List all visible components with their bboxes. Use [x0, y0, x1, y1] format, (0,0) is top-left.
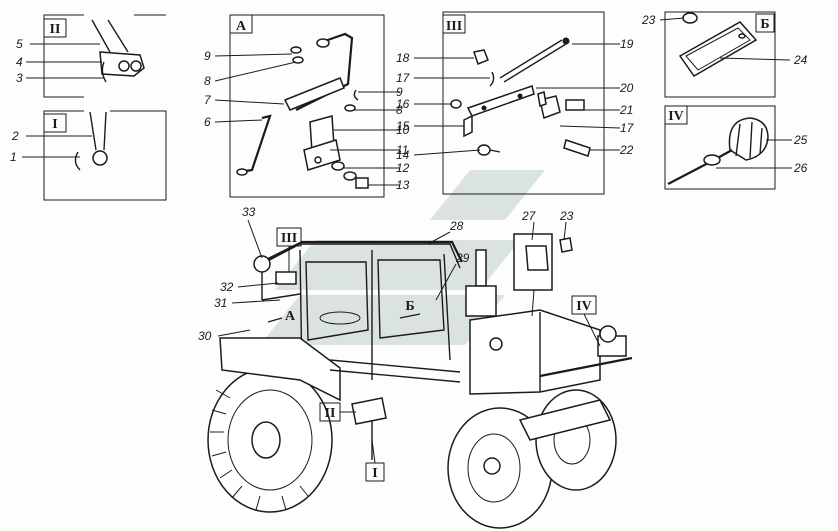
callout-21: 21	[619, 103, 633, 117]
svg-text:Б: Б	[405, 299, 414, 314]
callout-33: 33	[242, 205, 256, 219]
callout-25: 25	[793, 133, 808, 147]
callout-3: 3	[16, 71, 23, 85]
callout-23a: 23	[641, 13, 656, 27]
callout-32: 32	[220, 280, 234, 294]
callout-6: 6	[204, 115, 211, 129]
callout-9b: 9	[396, 85, 403, 99]
view-I-tag	[43, 113, 67, 133]
svg-text:II: II	[325, 406, 336, 421]
callout-8b: 8	[396, 103, 403, 117]
callout-11: 11	[396, 143, 408, 157]
view-II-label: II	[50, 22, 61, 37]
view-II-panel: II	[26, 14, 166, 98]
tractor-arrow-A: A	[267, 309, 296, 324]
callout-12: 12	[396, 161, 410, 175]
callout-1: 1	[10, 150, 17, 164]
view-B-label: Б	[760, 17, 769, 32]
callout-numbers: 5 4 3 2 1 9 8 7 6 9 8 10 11 12 13 18 17 …	[10, 13, 808, 343]
callout-19: 19	[620, 37, 634, 51]
callout-10: 10	[396, 123, 410, 137]
watermark	[260, 170, 545, 345]
callout-4: 4	[16, 55, 23, 69]
view-IV-tag	[664, 105, 688, 125]
view-I-panel: I	[22, 110, 167, 201]
callout-26: 26	[793, 161, 808, 175]
callout-13: 13	[396, 178, 410, 192]
svg-text:IV: IV	[576, 299, 592, 314]
callout-7: 7	[204, 93, 212, 107]
callout-28: 28	[449, 219, 464, 233]
svg-text:I: I	[372, 466, 377, 481]
callout-30: 30	[198, 329, 212, 343]
callout-14: 14	[396, 148, 410, 162]
callout-20: 20	[619, 81, 634, 95]
callout-2: 2	[11, 129, 19, 143]
callout-15: 15	[396, 119, 410, 133]
view-IV-label: IV	[668, 109, 684, 124]
tractor-tag-III: III	[276, 227, 302, 272]
view-B-tag	[755, 13, 775, 33]
view-A-tag	[229, 14, 253, 34]
svg-text:III: III	[281, 231, 297, 246]
callout-18: 18	[396, 51, 410, 65]
callout-24: 24	[793, 53, 808, 67]
view-II-tag	[43, 18, 67, 38]
view-B-panel: Б	[659, 11, 791, 98]
tractor-tag-IV: IV	[571, 295, 601, 347]
view-I-label: I	[52, 117, 57, 132]
callout-8a: 8	[204, 74, 211, 88]
view-III-label: III	[446, 19, 462, 34]
view-IV-panel: IV	[664, 105, 792, 190]
tractor-illustration	[207, 233, 633, 529]
tractor-leaders	[217, 219, 567, 337]
view-III-tag	[442, 14, 466, 34]
callout-16: 16	[396, 97, 410, 111]
callout-22: 22	[619, 143, 634, 157]
tractor-tag-I: I	[365, 439, 385, 482]
tractor-tag-II: II	[319, 402, 356, 422]
view-III-panel: III	[413, 11, 621, 195]
view-A-label: A	[236, 19, 247, 34]
callout-29: 29	[455, 251, 470, 265]
callout-31: 31	[214, 296, 227, 310]
callout-23b: 23	[559, 209, 574, 223]
tractor-arrow-B: Б	[399, 299, 421, 319]
view-A-panel: A	[214, 14, 400, 198]
svg-text:A: A	[285, 309, 296, 324]
callout-27: 27	[521, 209, 537, 223]
callout-5: 5	[16, 37, 23, 51]
callout-17a: 17	[396, 71, 411, 85]
callout-9a: 9	[204, 49, 211, 63]
callout-17b: 17	[620, 121, 635, 135]
